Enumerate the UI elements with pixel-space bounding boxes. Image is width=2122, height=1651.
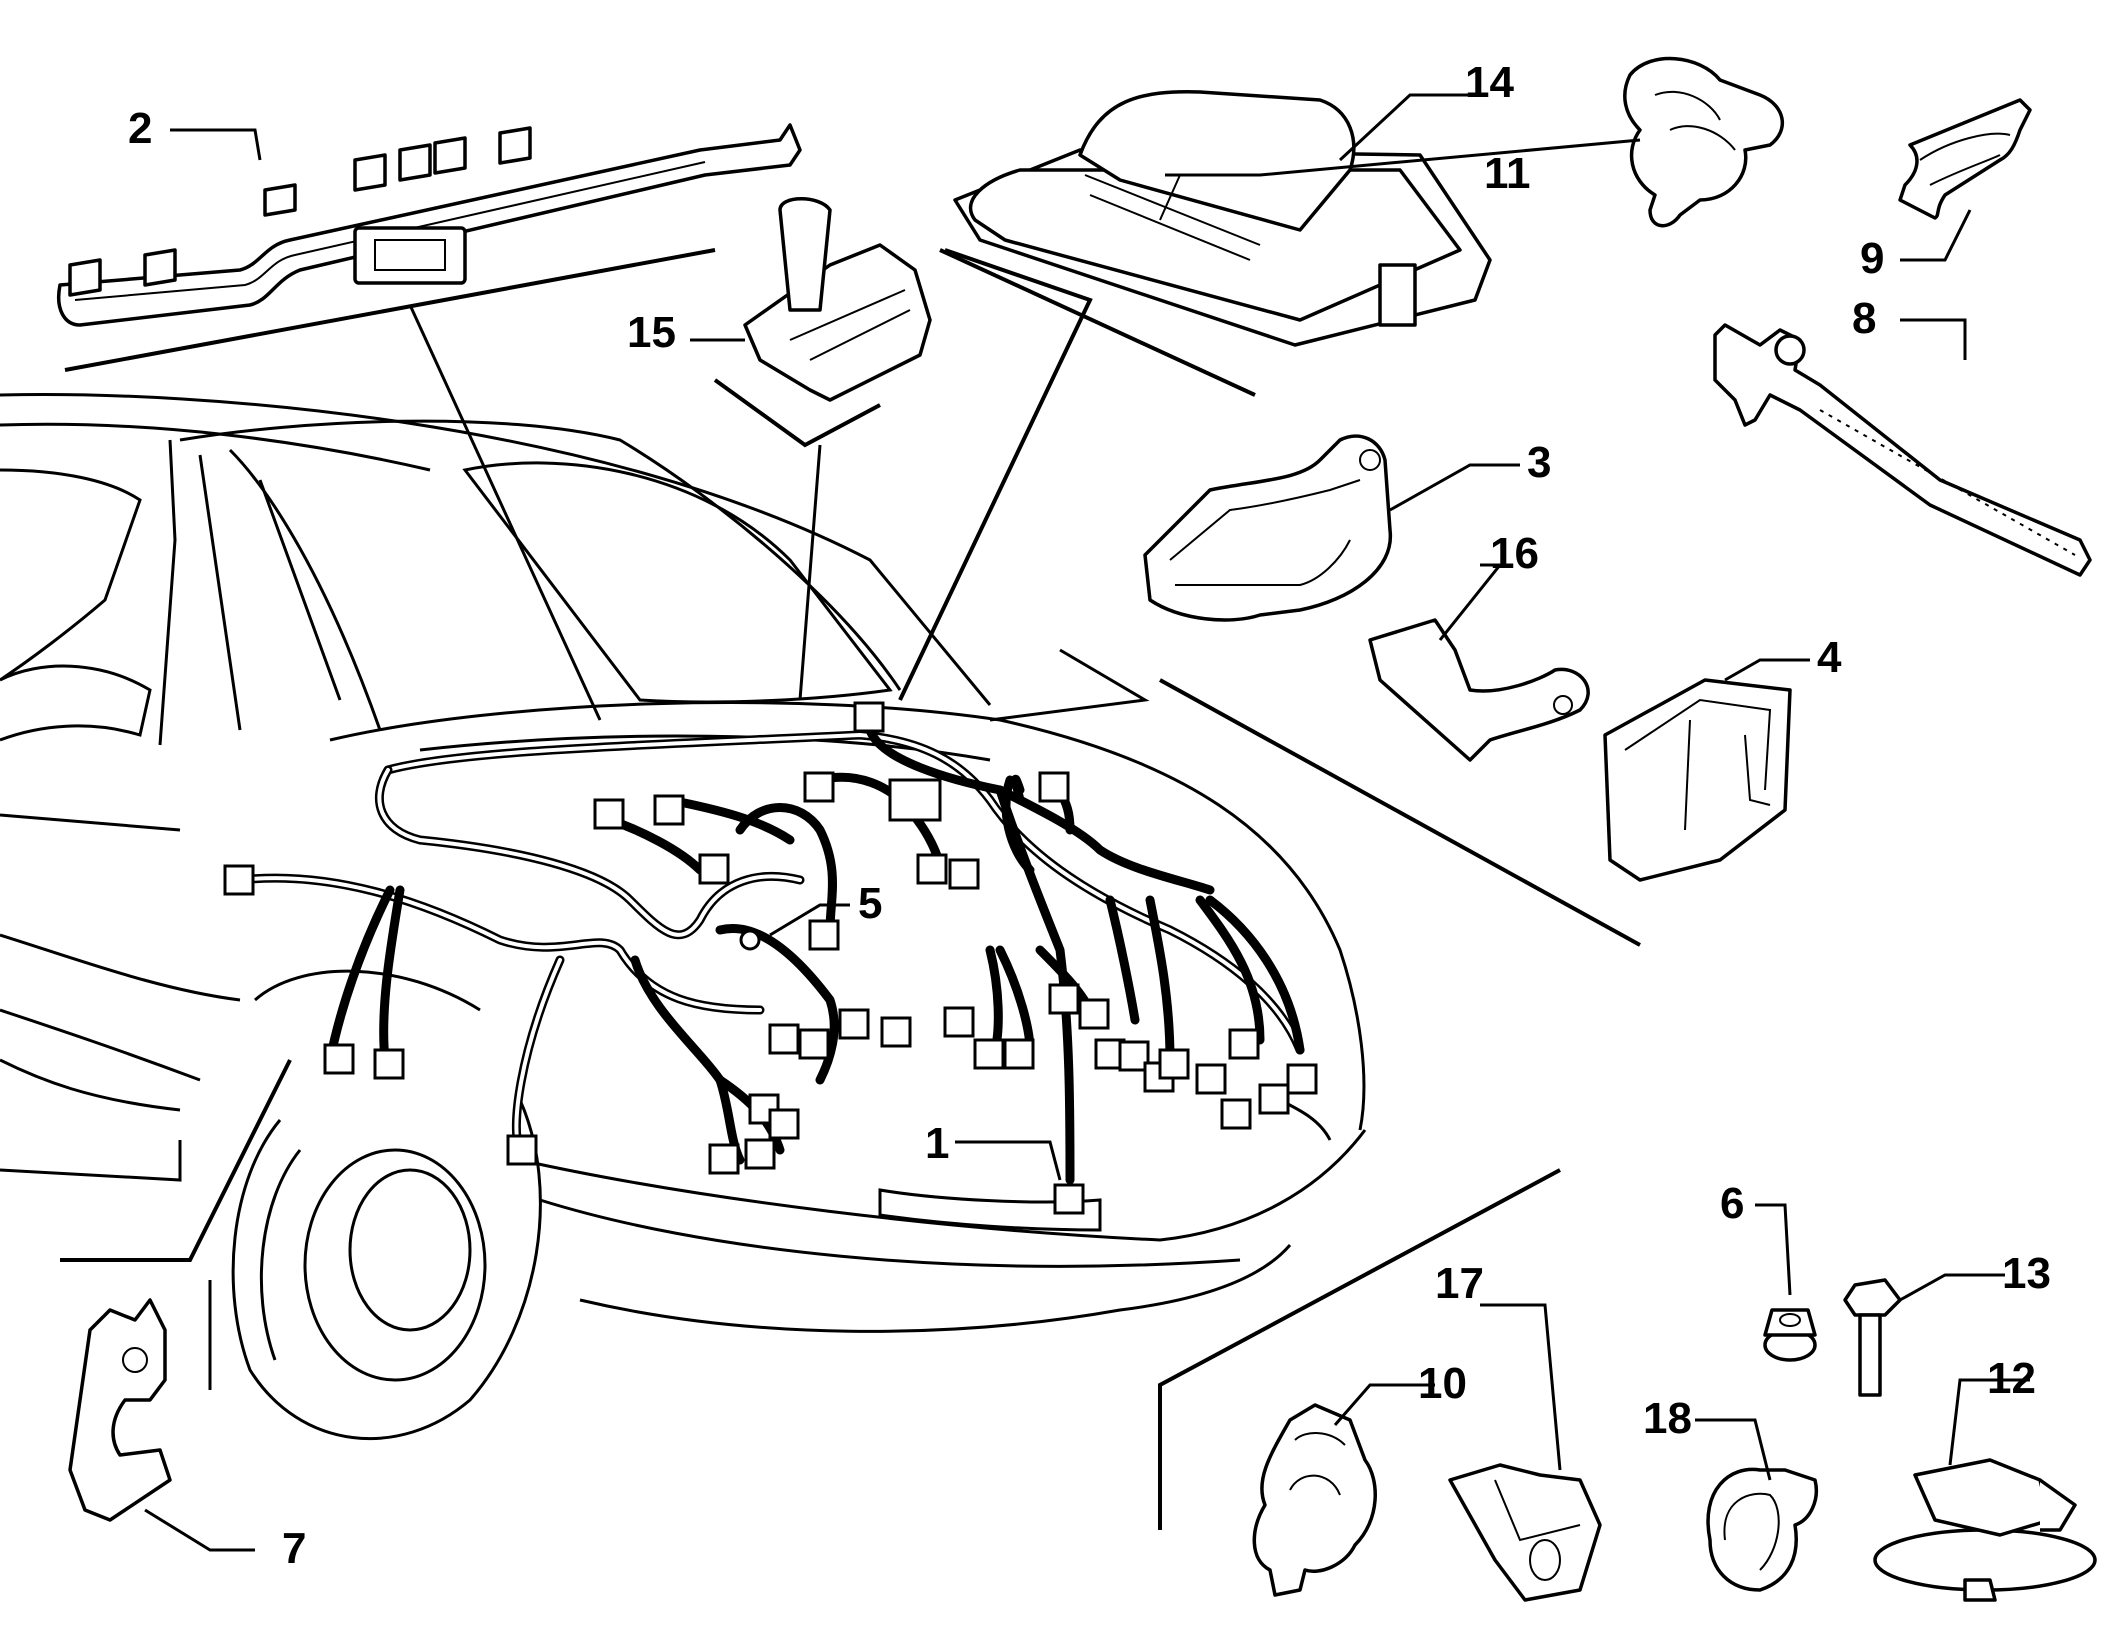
callout-12-leader xyxy=(1948,1378,2030,1466)
callout-16-leader xyxy=(1438,563,1504,641)
callout-4: 4 xyxy=(1817,633,1842,682)
part-15-cable-clip-holder xyxy=(743,197,932,402)
callout-8-leader xyxy=(1900,318,1967,360)
callout-2: 2 xyxy=(128,104,152,153)
callout-1-leader xyxy=(955,1140,1062,1181)
part-7-group-line xyxy=(60,1059,292,1262)
part-3-cable-guide-plate xyxy=(1143,434,1393,622)
callout-10-leader xyxy=(1333,1383,1435,1426)
part-11-harness-clip xyxy=(1623,56,1785,228)
car-body-outline xyxy=(0,392,1367,1441)
callout-7-leader xyxy=(144,1508,255,1552)
callout-17: 17 xyxy=(1435,1259,1484,1308)
callout-13-leader xyxy=(1899,1273,2005,1302)
part-14-control-unit-cover xyxy=(953,90,1492,347)
callout-18-leader xyxy=(1695,1418,1772,1481)
callout-9-leader xyxy=(1900,209,1972,262)
callout-4-leader xyxy=(1724,658,1810,682)
callout-14: 14 xyxy=(1465,58,1514,107)
callout-5: 5 xyxy=(858,879,882,928)
callout-6-leader xyxy=(1755,1203,1792,1296)
callout-5-leader xyxy=(769,903,850,937)
part-12-push-clip xyxy=(1873,1458,2097,1602)
part-14-bottom-line xyxy=(939,248,1256,397)
harness-connectors xyxy=(223,701,1318,1215)
wiring-harness xyxy=(235,725,1305,1185)
callout-7: 7 xyxy=(282,1524,306,1573)
callout-1: 1 xyxy=(925,1119,949,1168)
callout-2-leader xyxy=(170,128,262,161)
part-2-group-line xyxy=(64,248,716,372)
part-7-side-clip xyxy=(68,1298,172,1522)
part-10-harness-clip xyxy=(1252,1403,1377,1597)
part-3-leader xyxy=(989,648,1150,722)
part-13-flange-bolt xyxy=(1843,1278,1902,1397)
part-6-flange-nut xyxy=(1763,1308,1817,1362)
callout-11: 11 xyxy=(1484,149,1531,198)
part-15-leader xyxy=(798,444,822,701)
part-8-cable-tie-with-clip xyxy=(1713,323,2092,577)
part-4-relay-cover xyxy=(1603,678,1792,882)
callout-17-leader xyxy=(1480,1303,1562,1471)
part-9-band-clip xyxy=(1898,98,2032,220)
part-2-leader xyxy=(408,304,602,721)
callout-13: 13 xyxy=(2002,1249,2051,1298)
part-14-group-line xyxy=(898,248,1093,701)
callout-9: 9 xyxy=(1860,234,1884,283)
callout-10: 10 xyxy=(1418,1359,1467,1408)
part-15-group-line xyxy=(713,378,881,448)
callout-3-leader xyxy=(1389,463,1520,512)
callout-14-leader xyxy=(1338,93,1480,162)
callout-8: 8 xyxy=(1852,294,1876,343)
part-18-pipe-clamp xyxy=(1706,1467,1818,1592)
callout-11-leader xyxy=(1165,138,1641,177)
callout-6: 6 xyxy=(1720,1179,1744,1228)
small-parts-group-line xyxy=(1158,1168,1561,1530)
callout-18: 18 xyxy=(1643,1394,1692,1443)
part-17-spring-nut xyxy=(1448,1463,1602,1602)
part-4-group-line xyxy=(1159,678,1641,947)
callout-15: 15 xyxy=(627,308,676,357)
callout-12: 12 xyxy=(1987,1354,2036,1403)
part-16-mounting-bracket xyxy=(1368,618,1590,762)
callout-16: 16 xyxy=(1490,529,1539,578)
part-2-harness-support-bracket xyxy=(57,123,802,327)
callout-3: 3 xyxy=(1527,438,1551,487)
